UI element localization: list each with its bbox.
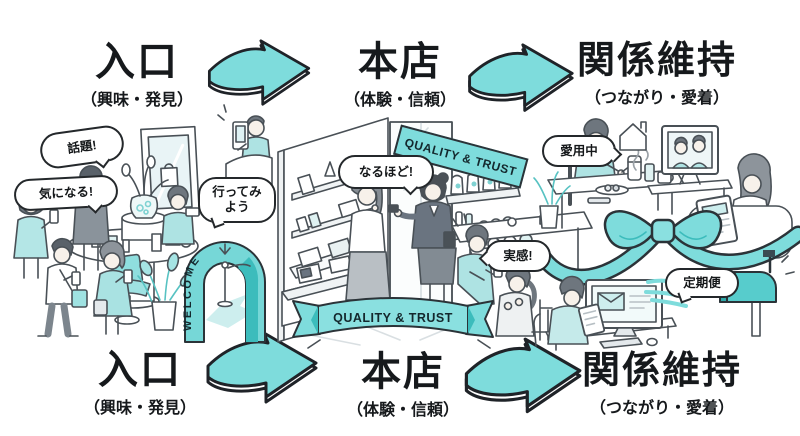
tasting-customer-woman bbox=[495, 264, 553, 341]
speech-bubble-in-use: 愛用中 bbox=[542, 135, 616, 167]
speech-bubble-curious: 気になる! bbox=[13, 174, 119, 212]
store-customer bbox=[345, 165, 396, 317]
house-icon bbox=[619, 121, 647, 151]
email-icon bbox=[597, 292, 625, 311]
stage-title: 関係維持 bbox=[576, 40, 737, 82]
stage-title: 入口 bbox=[98, 348, 182, 392]
shopper-photographing-right bbox=[161, 185, 200, 245]
quality-trust-ribbon-label: QUALITY & TRUST bbox=[333, 311, 453, 325]
stage-subtitle: （興味・発見） bbox=[83, 400, 196, 417]
stage-subtitle: （体験・信頼） bbox=[343, 92, 456, 109]
pc-desk-scene bbox=[531, 275, 677, 351]
walking-couple bbox=[37, 237, 133, 338]
stage-subtitle: （つながり・愛着） bbox=[584, 90, 729, 107]
stage-top-relationship: 関係維持 （つながり・愛着） bbox=[565, 42, 749, 108]
stage-title: 本店 bbox=[361, 350, 445, 394]
speech-bubble-lets-go: 行ってみよう bbox=[198, 177, 276, 223]
ribbon-bow bbox=[532, 210, 800, 286]
stage-bottom-main-store: 本店 （体験・信頼） bbox=[313, 352, 493, 420]
speech-bubble-i-see: なるほど! bbox=[338, 155, 434, 189]
flower-vase bbox=[121, 155, 169, 219]
quality-ribbon bbox=[292, 297, 494, 349]
stage-subtitle: （つながり・愛着） bbox=[589, 400, 734, 417]
stage-top-entrance: 入口 （興味・発見） bbox=[47, 42, 227, 110]
reception-counter bbox=[217, 104, 273, 197]
down-arrow-icon bbox=[219, 243, 231, 255]
relationship-scene bbox=[531, 118, 800, 351]
stage-subtitle: （体験・信頼） bbox=[346, 402, 459, 419]
speech-bubble-real-feel: 実感! bbox=[485, 240, 551, 272]
stage-bottom-relationship: 関係維持 （つながり・愛着） bbox=[570, 352, 754, 418]
stage-title: 関係維持 bbox=[581, 350, 742, 392]
stage-subtitle: （興味・発見） bbox=[80, 92, 193, 109]
stanchion bbox=[217, 261, 251, 308]
stage-top-main-store: 本店 （体験・信頼） bbox=[310, 42, 490, 110]
desktop-monitor bbox=[585, 279, 663, 337]
stage-bottom-entrance: 入口 （興味・発見） bbox=[50, 350, 230, 418]
family-photo-frame bbox=[647, 125, 733, 211]
handheld-tablet bbox=[577, 303, 606, 337]
speech-bubble-subscription: 定期便 bbox=[665, 268, 739, 298]
welcome-arch: WELCOME bbox=[182, 241, 266, 343]
entrance-scene: WELCOME bbox=[13, 104, 273, 343]
stage-title: 入口 bbox=[95, 40, 179, 84]
stage-title: 本店 bbox=[358, 40, 442, 84]
